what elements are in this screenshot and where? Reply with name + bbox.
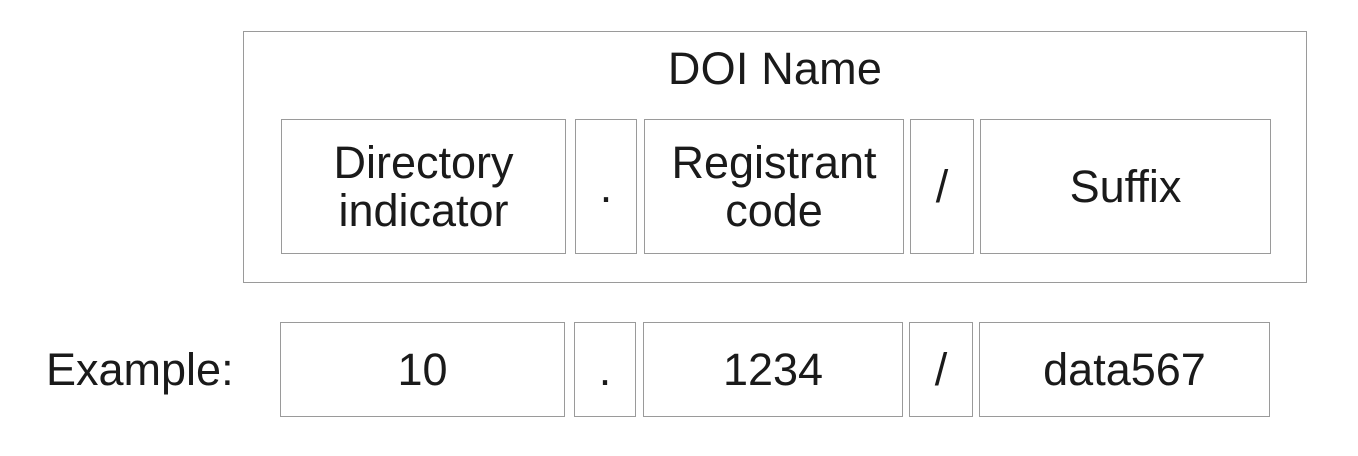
doi-name-group-box: DOI Name Directory indicator . Registran… — [243, 31, 1307, 283]
example-separator-dot: . — [574, 322, 636, 417]
component-directory-indicator-label: Directory indicator — [333, 136, 514, 236]
example-registrant-code: 1234 — [643, 322, 903, 417]
component-suffix: Suffix — [980, 119, 1271, 254]
separator-dot-label: . — [599, 160, 613, 212]
component-registrant-code-label: Registrant code — [671, 136, 877, 236]
example-separator-slash-value: / — [934, 343, 948, 395]
example-separator-slash: / — [909, 322, 973, 417]
example-separator-dot-value: . — [598, 343, 612, 395]
separator-slash: / — [910, 119, 974, 254]
example-row: Example: 10 . 1234 / data567 — [0, 322, 1358, 417]
example-suffix: data567 — [979, 322, 1270, 417]
example-directory-indicator: 10 — [280, 322, 565, 417]
separator-dot: . — [575, 119, 637, 254]
example-label: Example: — [46, 344, 234, 395]
separator-slash-label: / — [935, 160, 949, 212]
doi-name-title: DOI Name — [667, 43, 883, 94]
component-suffix-label: Suffix — [1069, 160, 1182, 212]
component-directory-indicator: Directory indicator — [281, 119, 566, 254]
example-registrant-code-value: 1234 — [722, 343, 824, 395]
example-directory-indicator-value: 10 — [397, 343, 448, 395]
example-suffix-value: data567 — [1043, 343, 1206, 395]
component-registrant-code: Registrant code — [644, 119, 904, 254]
